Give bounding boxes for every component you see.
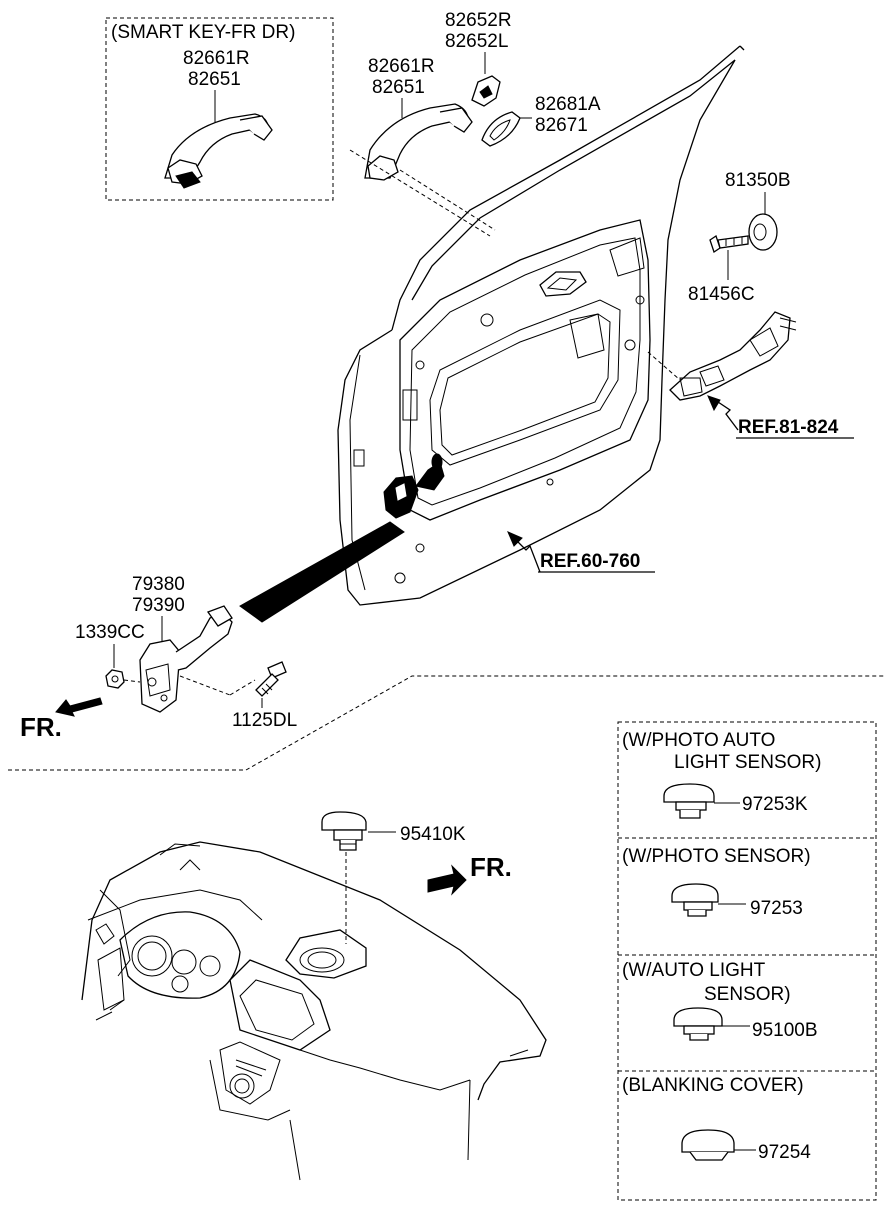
gasket-part-number-2: 82671 (535, 115, 588, 136)
door-checker (139, 605, 233, 713)
option-1-sensor (663, 783, 715, 819)
option-2-title: (W/PHOTO SENSOR) (622, 846, 811, 867)
cover-part-number-2: 82652L (445, 31, 508, 52)
option-3-part-number: 95100B (752, 1020, 818, 1041)
handle-b-part-number-1: 82661R (368, 56, 435, 77)
option-3-title-2: SENSOR) (704, 984, 791, 1005)
sensor-part-number: 95410K (400, 824, 466, 845)
front-door-panel (337, 45, 745, 606)
leader-sweep (239, 521, 405, 623)
option-3-sensor (673, 1007, 723, 1041)
smart-key-group-box (105, 17, 334, 201)
section-divider (8, 675, 886, 771)
front-label-dash: FR. (470, 852, 512, 882)
checker-part-number-1: 79380 (132, 574, 185, 595)
nut-part-number: 1339CC (75, 622, 145, 643)
option-2-sensor (671, 883, 719, 917)
option-1-title-2: LIGHT SENSOR) (674, 752, 821, 773)
ref-latch: REF.81-824 (738, 417, 839, 438)
dashboard-panel (81, 841, 547, 1181)
option-2-part-number: 97253 (750, 898, 803, 919)
front-arrow-icon-dash (427, 864, 467, 896)
ref-door: REF.60-760 (540, 551, 640, 572)
front-arrow-icon (55, 697, 103, 717)
option-4-blanking-cover (681, 1129, 735, 1161)
gasket-part-number-1: 82681A (535, 94, 601, 115)
handle-a-part-number-1: 82661R (183, 48, 250, 69)
options-panel (617, 721, 877, 1201)
cover-part-number-1: 82652R (445, 10, 512, 31)
handle-gasket (481, 111, 521, 147)
option-4-part-number: 97254 (758, 1142, 811, 1163)
option-1-title-1: (W/PHOTO AUTO (622, 730, 775, 751)
outside-handle-smart-key (164, 113, 273, 189)
door-latch-assembly (669, 311, 797, 401)
option-1-part-number: 97253K (742, 794, 808, 815)
door-checker-mounted (383, 453, 445, 519)
nut (105, 669, 125, 689)
cap-part-number: 81350B (725, 170, 791, 191)
screw-part-number: 81456C (688, 284, 755, 305)
photo-sensor (321, 811, 367, 851)
trim-cap (748, 213, 778, 251)
front-label-door: FR. (20, 712, 62, 742)
handle-b-part-number-2: 82651 (372, 77, 425, 98)
outside-handle (364, 103, 473, 181)
handle-a-part-number-2: 82651 (188, 69, 241, 90)
option-4-title: (BLANKING COVER) (622, 1075, 804, 1096)
smart-key-group-title: (SMART KEY-FR DR) (111, 22, 295, 43)
checker-part-number-2: 79390 (132, 595, 185, 616)
option-3-title-1: (W/AUTO LIGHT (622, 960, 766, 981)
bolt (255, 661, 287, 697)
bolt-part-number: 1125DL (232, 710, 297, 731)
screw (709, 234, 749, 254)
